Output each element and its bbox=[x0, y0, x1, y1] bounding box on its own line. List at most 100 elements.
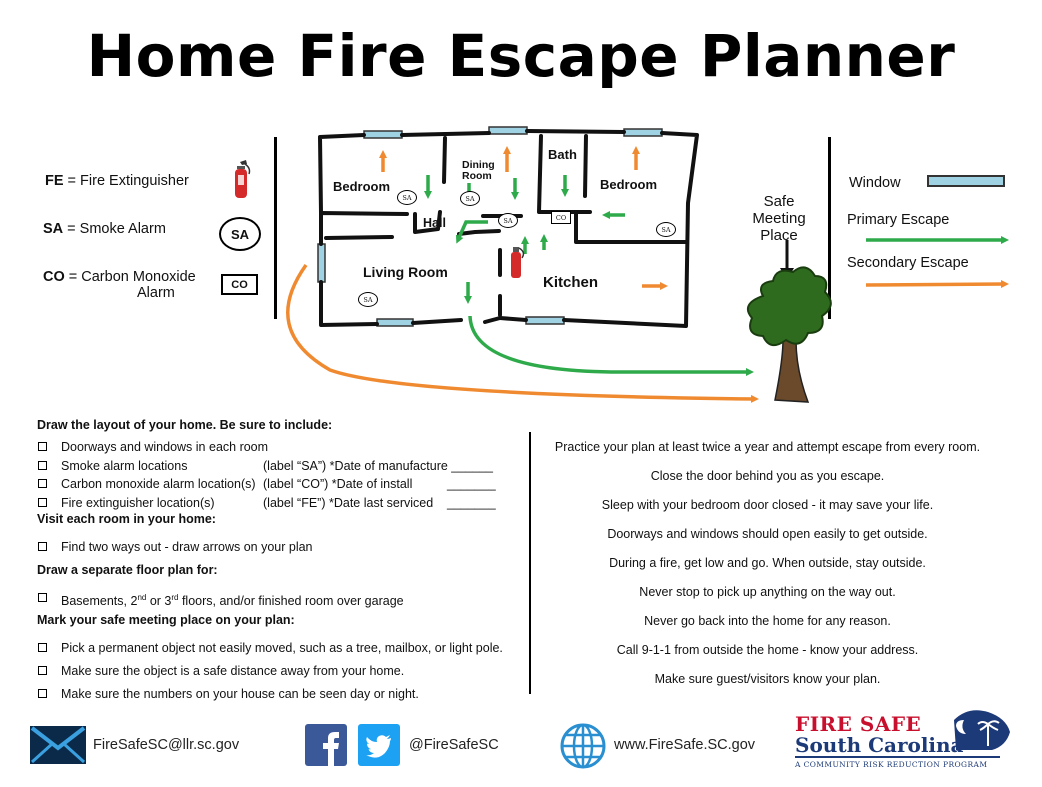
checklist-text: Make sure the numbers on your house can … bbox=[61, 687, 419, 701]
tip-item: During a fire, get low and go. When outs… bbox=[609, 556, 926, 570]
divider-right bbox=[828, 137, 831, 319]
tip-item: Doorways and windows should open easily … bbox=[607, 527, 928, 541]
checklist-item: Doorways and windows in each room bbox=[37, 438, 517, 457]
checkbox-icon bbox=[38, 643, 47, 652]
instructions-heading-visit: Visit each room in your home: bbox=[37, 512, 216, 526]
checkbox-icon bbox=[38, 497, 47, 507]
smoke-alarm-icon: SA bbox=[219, 217, 261, 251]
checklist-text: Doorways and windows in each room bbox=[61, 440, 269, 454]
checklist-text: Smoke alarm locations bbox=[61, 458, 188, 473]
checklist-item: Find two ways out - draw arrows on your … bbox=[37, 538, 517, 557]
instructions-heading-floorplan: Draw a separate floor plan for: bbox=[37, 562, 218, 577]
legend-co-alarm: CO = Carbon Monoxide bbox=[43, 269, 196, 285]
email-link[interactable]: FireSafeSC@llr.sc.gov bbox=[93, 737, 240, 753]
checklist-text: Make sure the object is a safe distance … bbox=[61, 664, 405, 678]
checklist-note: (label “FE”) *Date last serviced bbox=[263, 495, 434, 510]
checklist-text: Pick a permanent object not easily moved… bbox=[61, 641, 503, 655]
room-label-dining-line2: Room bbox=[462, 170, 492, 182]
fire-extinguisher-plan-icon bbox=[511, 247, 525, 278]
divider-left bbox=[274, 137, 277, 319]
checklist-blank: _______ bbox=[447, 477, 496, 491]
checkbox-icon bbox=[38, 460, 47, 470]
smoke-alarm-marker: SA bbox=[656, 222, 676, 237]
checklist-item: Make sure the object is a safe distance … bbox=[37, 662, 517, 685]
superscript: nd bbox=[137, 592, 147, 602]
room-label-bedroom-left: Bedroom bbox=[333, 179, 391, 194]
website-link[interactable]: www.FireSafe.SC.gov bbox=[614, 737, 756, 753]
brand-tagline: A COMMUNITY RISK REDUCTION PROGRAM bbox=[795, 760, 988, 769]
smoke-alarm-marker: SA bbox=[397, 190, 417, 205]
safe-meeting-place-label: Safe Meeting Place bbox=[740, 193, 818, 244]
safe-line1: Safe bbox=[763, 193, 795, 210]
legend-fe-abbr: FE bbox=[45, 173, 64, 189]
tip-item: Practice your plan at least twice a year… bbox=[554, 440, 981, 454]
instructions-heading-meeting: Mark your safe meeting place on your pla… bbox=[37, 613, 295, 627]
primary-escape-arrows bbox=[424, 175, 1009, 376]
checklist-text: Fire extinguisher location(s) bbox=[61, 495, 215, 510]
checklist-item: Make sure the numbers on your house can … bbox=[37, 685, 517, 708]
room-label-hall: Hall bbox=[423, 216, 446, 230]
legend-co-text: = Carbon Monoxide bbox=[64, 269, 196, 285]
twitter-icon[interactable] bbox=[358, 724, 400, 766]
checkbox-icon bbox=[38, 592, 47, 602]
twitter-handle[interactable]: @FireSafeSC bbox=[409, 737, 499, 753]
brand-name-line1: FIRE SAFE bbox=[795, 712, 922, 736]
smoke-alarm-marker: SA bbox=[358, 292, 378, 307]
tip-item: Make sure guest/visitors know your plan. bbox=[654, 672, 881, 686]
checklist-note: (label “CO”) *Date of install bbox=[263, 477, 413, 491]
brand-name-line2: South Carolina bbox=[795, 733, 964, 757]
checklist-blank: _______ bbox=[447, 495, 496, 510]
smoke-alarm-marker: SA bbox=[498, 213, 518, 228]
checkbox-icon bbox=[38, 442, 47, 451]
smoke-alarm-marker: SA bbox=[460, 191, 480, 206]
checklist-item: Carbon monoxide alarm location(s)(label … bbox=[37, 475, 517, 494]
email-icon[interactable] bbox=[30, 726, 86, 764]
checklist-text-mid: or 3 bbox=[146, 593, 172, 608]
checklist-text-pre: Basements, 2 bbox=[61, 593, 138, 608]
room-label-dining: Dining Room bbox=[462, 160, 495, 182]
legend-fire-extinguisher: FE = Fire Extinguisher bbox=[45, 173, 189, 189]
checklist-item: Basements, 2nd or 3rd floors, and/or fin… bbox=[37, 589, 517, 608]
tree-icon bbox=[746, 266, 832, 403]
checklist-note: (label “SA”) *Date of manufacture ______ bbox=[263, 458, 493, 473]
tip-item: Close the door behind you as you escape. bbox=[650, 469, 885, 483]
secondary-escape-arrows bbox=[286, 146, 1009, 403]
room-label-kitchen: Kitchen bbox=[543, 274, 599, 291]
brand-underline bbox=[795, 756, 1000, 758]
window-legend-swatch bbox=[927, 175, 1005, 187]
page-title: Home Fire Escape Planner bbox=[86, 22, 956, 90]
legend-sa-abbr: SA bbox=[43, 221, 64, 237]
divider-middle bbox=[529, 432, 531, 694]
floor-plan-drawing bbox=[286, 126, 1009, 403]
superscript: rd bbox=[171, 592, 179, 602]
legend-fe-text: = Fire Extinguisher bbox=[63, 173, 189, 189]
tip-item: Never go back into the home for any reas… bbox=[644, 614, 891, 628]
legend-co-text-line2: Alarm bbox=[137, 285, 175, 301]
tips-list: Practice your plan at least twice a year… bbox=[545, 438, 990, 699]
room-label-bedroom-right: Bedroom bbox=[600, 177, 658, 192]
legend-sa-text: = Smoke Alarm bbox=[63, 221, 166, 237]
checklist-item: Fire extinguisher location(s) (label “FE”… bbox=[37, 494, 517, 513]
legend-secondary-escape: Secondary Escape bbox=[847, 255, 969, 271]
tip-item: Sleep with your bedroom door closed - it… bbox=[601, 498, 934, 512]
globe-icon[interactable] bbox=[559, 722, 607, 770]
walls bbox=[318, 129, 699, 328]
checkbox-icon bbox=[38, 666, 47, 675]
checklist-text: Find two ways out - draw arrows on your … bbox=[61, 540, 313, 554]
tip-item: Never stop to pick up anything on the wa… bbox=[639, 585, 896, 599]
checkbox-icon bbox=[38, 479, 47, 488]
safe-line2: Meeting bbox=[752, 210, 806, 227]
legend-smoke-alarm: SA = Smoke Alarm bbox=[43, 221, 166, 237]
facebook-icon[interactable] bbox=[305, 724, 347, 766]
legend-window: Window bbox=[849, 175, 901, 191]
checklist-item: Smoke alarm locations (label “SA”) *Date … bbox=[37, 457, 517, 476]
safe-line3: Place bbox=[760, 227, 798, 244]
instructions-heading-layout: Draw the layout of your home. Be sure to… bbox=[37, 418, 333, 432]
co-alarm-icon: CO bbox=[221, 274, 258, 295]
legend-co-abbr: CO bbox=[43, 269, 65, 285]
checkbox-icon bbox=[38, 542, 47, 551]
legend-primary-escape: Primary Escape bbox=[847, 212, 950, 228]
fire-extinguisher-icon bbox=[235, 160, 251, 198]
checklist-text-post: floors, and/or finished room over garage bbox=[178, 593, 404, 608]
instructions-panel: Draw the layout of your home. Be sure to… bbox=[37, 418, 517, 708]
